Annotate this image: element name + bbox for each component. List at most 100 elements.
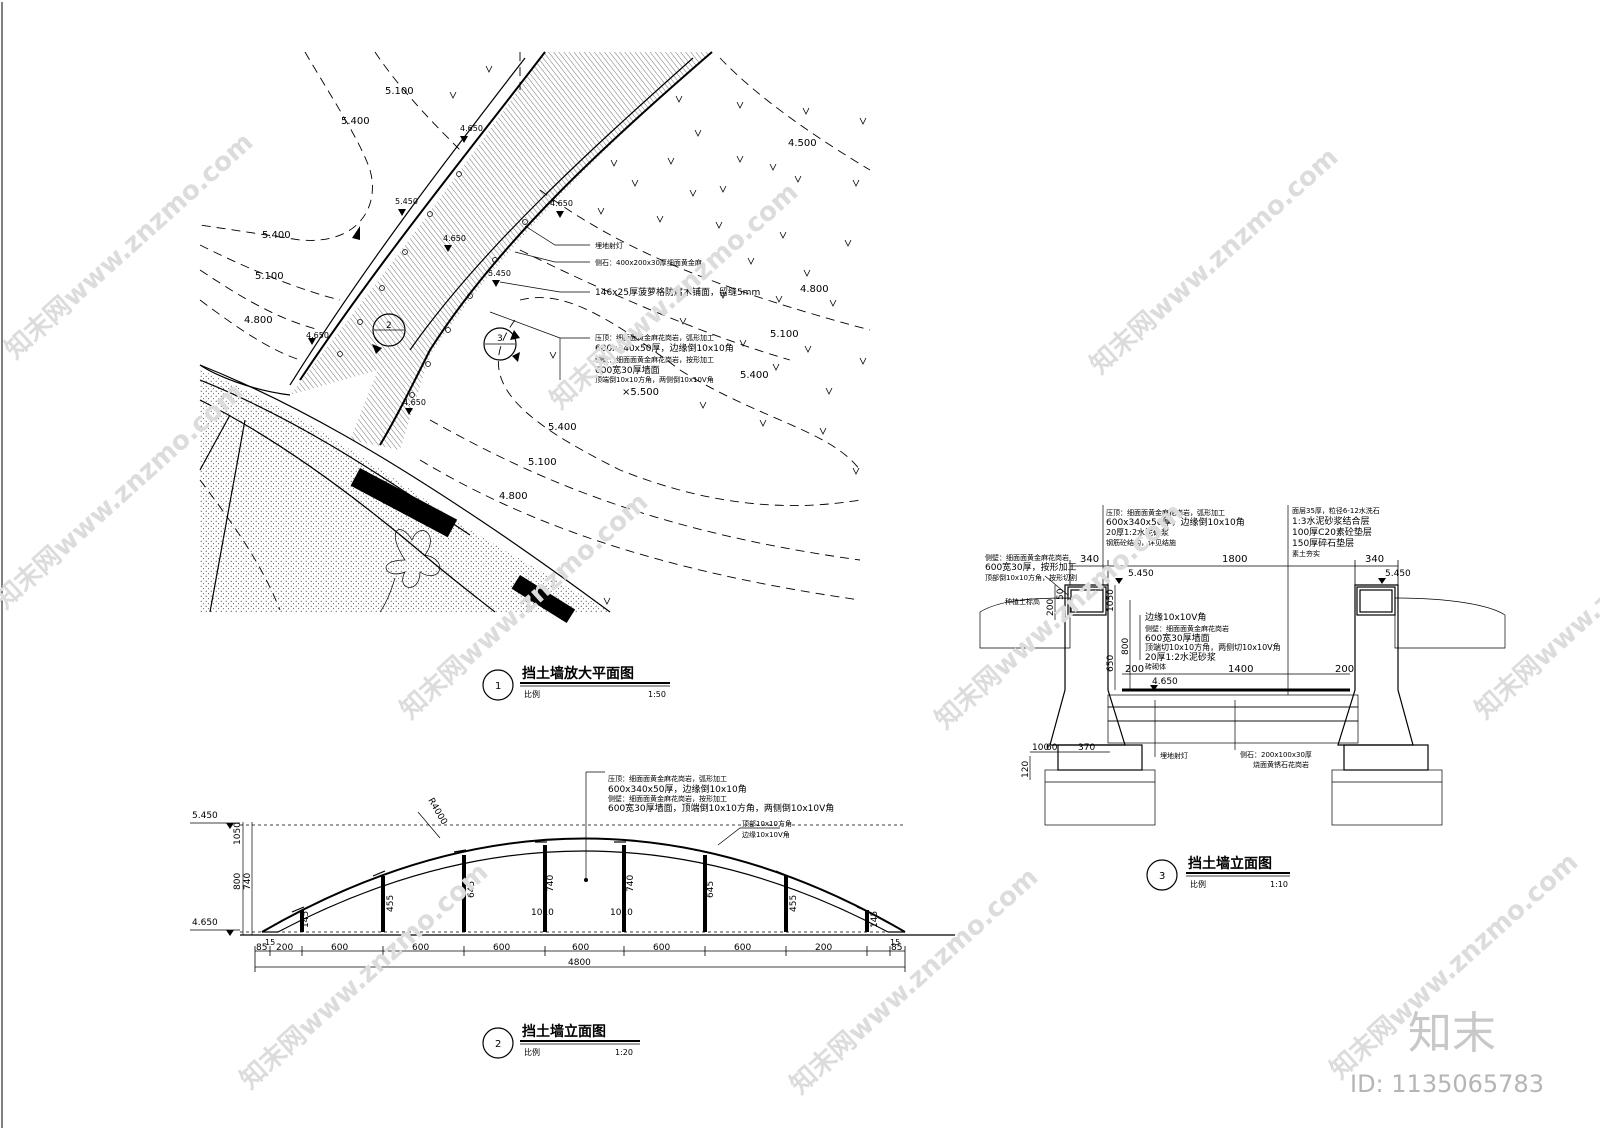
section-label-light: 埋地射灯 xyxy=(1160,751,1188,760)
level-bottom: 4.650 xyxy=(192,918,218,928)
elevation-note: 600宽30厚墙面，顶端倒10x10方角，两侧倒10x10V角 xyxy=(608,802,834,814)
contour-label: 5.400 xyxy=(262,230,291,241)
bottom-dim: 600 xyxy=(412,943,429,953)
contour-label: 5.100 xyxy=(385,86,414,97)
bottom-dim: 600 xyxy=(734,943,751,953)
section-note: 侧壁：细面面黄金麻花岗岩 xyxy=(985,553,1069,562)
section-note: 压顶：细面面黄金麻花岗岩，弧形加工 xyxy=(1106,508,1225,517)
section-top-dim: 1800 xyxy=(1222,554,1247,565)
bottom-dim: 85 xyxy=(256,943,267,953)
contour-label: 5.400 xyxy=(548,422,577,433)
section-mid-note: 600宽30厚墙面 xyxy=(1145,632,1210,644)
scale-value: 1:10 xyxy=(1270,880,1288,889)
contour-label: 5.100 xyxy=(770,329,799,340)
bottom-dim: 600 xyxy=(653,943,670,953)
section-note: 种植土标高 xyxy=(1005,597,1040,606)
post-height: 645 xyxy=(467,881,477,898)
plan-section-callouts: 2 3 xyxy=(372,313,520,362)
section-inner-dim: 1400 xyxy=(1228,664,1253,675)
dim-left: 1050 xyxy=(233,822,243,845)
post-height: 145 xyxy=(870,911,880,928)
arch-stroke-lines xyxy=(291,841,870,913)
section-layer-note: 100厚C20素砼垫层 xyxy=(1292,526,1372,538)
section-note: 顶部倒10x10方角，按形切割 xyxy=(985,573,1077,582)
plan-note: 埋地射灯 xyxy=(595,241,623,250)
elevation-label: 4.650 xyxy=(306,331,329,340)
arch-posts xyxy=(300,845,869,932)
scale-label: 比例 xyxy=(1190,879,1206,889)
gap-label: 1010 xyxy=(610,908,633,918)
section-callout-2: 2 xyxy=(386,321,392,331)
plan-note: 600宽30厚墙面 xyxy=(595,364,660,376)
elevation-label: 4.650 xyxy=(443,234,466,243)
section-inner-dim: 200 xyxy=(1335,664,1354,675)
plan-note: 600x340x50厚，边缘倒10x10角 xyxy=(595,342,734,354)
section-label-kerb: 侧石：200x100x30厚 xyxy=(1240,750,1312,759)
scale-label: 比例 xyxy=(524,689,540,699)
spot-elevation: ×5.500 xyxy=(622,387,659,398)
contour-label: 5.100 xyxy=(528,457,557,468)
elevation-label: 4.650 xyxy=(460,124,483,133)
section-note: 钢筋砼结构，详见结施 xyxy=(1106,538,1176,547)
plan-path xyxy=(199,364,611,613)
section-left-dim: 1050 xyxy=(1106,589,1116,612)
watermark-text: 知末网www.znzmo.com xyxy=(0,127,259,365)
plan-title-block: 1 挡土墙放大平面图 比例 1:50 xyxy=(482,665,670,701)
section-layer-note: 1:3水泥砂浆结合层 xyxy=(1292,515,1370,527)
edge-dim: 15 xyxy=(265,938,275,947)
bottom-dim: 600 xyxy=(331,943,348,953)
section-level: 5.450 xyxy=(1385,569,1411,579)
section-left-dim: 800 xyxy=(1121,638,1131,655)
watermark-text: 知末网www.znzmo.com xyxy=(1470,487,1600,725)
plan-elevation-marks: 4.650 5.450 4.650 4.650 5.450 4.650 4.65… xyxy=(306,124,573,415)
contour-label: 4.800 xyxy=(499,491,528,502)
dim-left: 740 xyxy=(243,873,253,890)
section-callout-3: 3 xyxy=(497,334,503,344)
section-inner-dim: 200 xyxy=(1125,664,1144,675)
drawing-number: 2 xyxy=(495,1039,501,1050)
radius-label: R4000 xyxy=(425,797,448,827)
brand-watermark: 知末 xyxy=(1408,1008,1496,1059)
post-height: 740 xyxy=(546,875,556,892)
elevation-note: 600x340x50厚，边缘倒10x10角 xyxy=(608,783,747,795)
post-height: 740 xyxy=(626,875,636,892)
plan-note: 侧壁：细面面黄金麻花岗岩，按形加工 xyxy=(595,355,714,364)
section-top-dim: 340 xyxy=(1365,554,1384,565)
elevation-note: 压顶：细面面黄金麻花岗岩，弧形加工 xyxy=(608,774,727,783)
plan-note: 侧石：400x200x30厚细面黄金麻 xyxy=(595,258,702,267)
section-left-dim: 200 xyxy=(1046,599,1056,616)
gap-label: 1010 xyxy=(531,908,554,918)
section-bottom-dim: 370 xyxy=(1078,743,1095,753)
section-mid-note: 边缘10x10V角 xyxy=(1145,611,1206,623)
contour-label: 5.100 xyxy=(255,271,284,282)
contour-label: 5.400 xyxy=(740,370,769,381)
section-level: 4.650 xyxy=(1152,677,1178,687)
drawing-number: 1 xyxy=(495,681,501,692)
section-bottom-dim: 100 xyxy=(1032,743,1049,753)
section-mid-note: 顶端切10x10方角，两侧切10x10V角 xyxy=(1145,642,1281,652)
scale-value: 1:20 xyxy=(615,1048,633,1057)
image-id: ID: 1135065783 xyxy=(1350,1070,1544,1098)
section-level: 5.450 xyxy=(1128,569,1154,579)
bottom-dim: 200 xyxy=(276,943,293,953)
drawing-title: 挡土墙放大平面图 xyxy=(522,665,634,682)
elevation-note: 顶部10x10方角 xyxy=(742,819,792,828)
plan-note: 146x25厚菠萝格防腐木铺面，留缝5mm xyxy=(595,286,760,298)
section-layer-note: 面层35厚，粒径6-12水洗石 xyxy=(1292,506,1380,515)
drawing-title: 挡土墙立面图 xyxy=(1188,855,1272,872)
elevation-label: 5.450 xyxy=(488,269,511,278)
bottom-dim: 200 xyxy=(815,943,832,953)
contour-label: 4.500 xyxy=(788,138,817,149)
section-layer-note: 150厚碎石垫层 xyxy=(1292,537,1354,549)
contour-label: 4.800 xyxy=(800,284,829,295)
post-height: 455 xyxy=(386,895,396,912)
section-left-dim: 650 xyxy=(1106,655,1116,672)
section-left-dim: 50 xyxy=(1056,588,1066,600)
total-dim: 4800 xyxy=(568,958,591,968)
post-height: 145 xyxy=(301,911,311,928)
flower-motif xyxy=(379,529,441,613)
plan-note: 压顶：细面面黄金麻花岗岩，弧形加工 xyxy=(595,333,714,342)
elevation-note: 侧壁：细面面黄金麻花岗岩，按形加工 xyxy=(608,794,727,803)
bottom-dim: 600 xyxy=(493,943,510,953)
section-title-block: 3 挡土墙立面图 比例 1:10 xyxy=(1146,855,1290,891)
